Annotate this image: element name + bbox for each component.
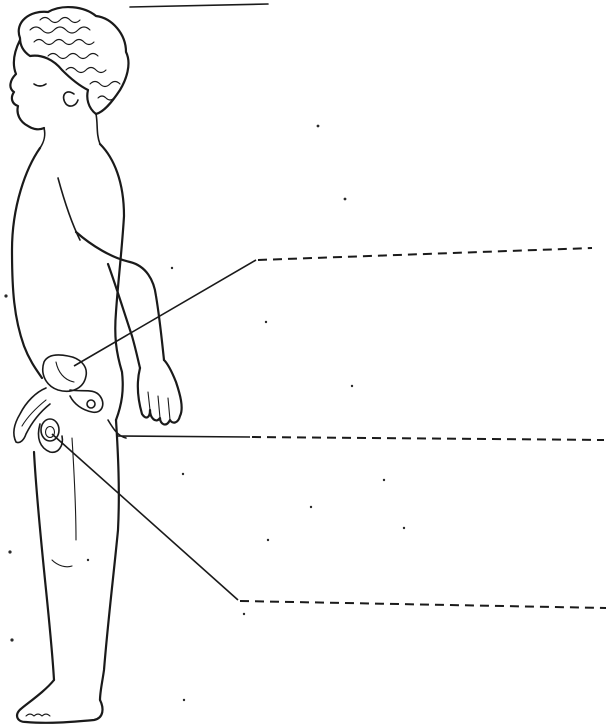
answer-line-lower [240,601,606,608]
knee-line [52,560,72,567]
leader-line-lower [52,434,238,600]
scan-specks [4,125,405,702]
torso-back [100,144,124,420]
bladder-outline [43,355,87,391]
curly-hair [19,7,129,114]
arm-inner [108,264,140,368]
eye [34,84,46,86]
leader-line-middle [116,436,250,437]
hand [138,360,182,424]
leg-back [100,420,119,700]
leader-line-upper [74,260,256,366]
neck-front [40,128,45,148]
child-figure [10,7,181,723]
urethra-loop [70,390,103,412]
torso-front [12,148,42,378]
answer-line-upper [258,248,592,260]
name-blank-line [130,4,268,7]
shoulder-line [58,178,80,240]
gland-circle [87,400,95,408]
ear [64,92,78,106]
neck-back [96,114,100,144]
leg-front [34,452,54,680]
penis-outline [14,388,50,443]
foot [17,680,102,723]
bladder-inner [56,362,74,382]
answer-line-middle [252,437,604,440]
